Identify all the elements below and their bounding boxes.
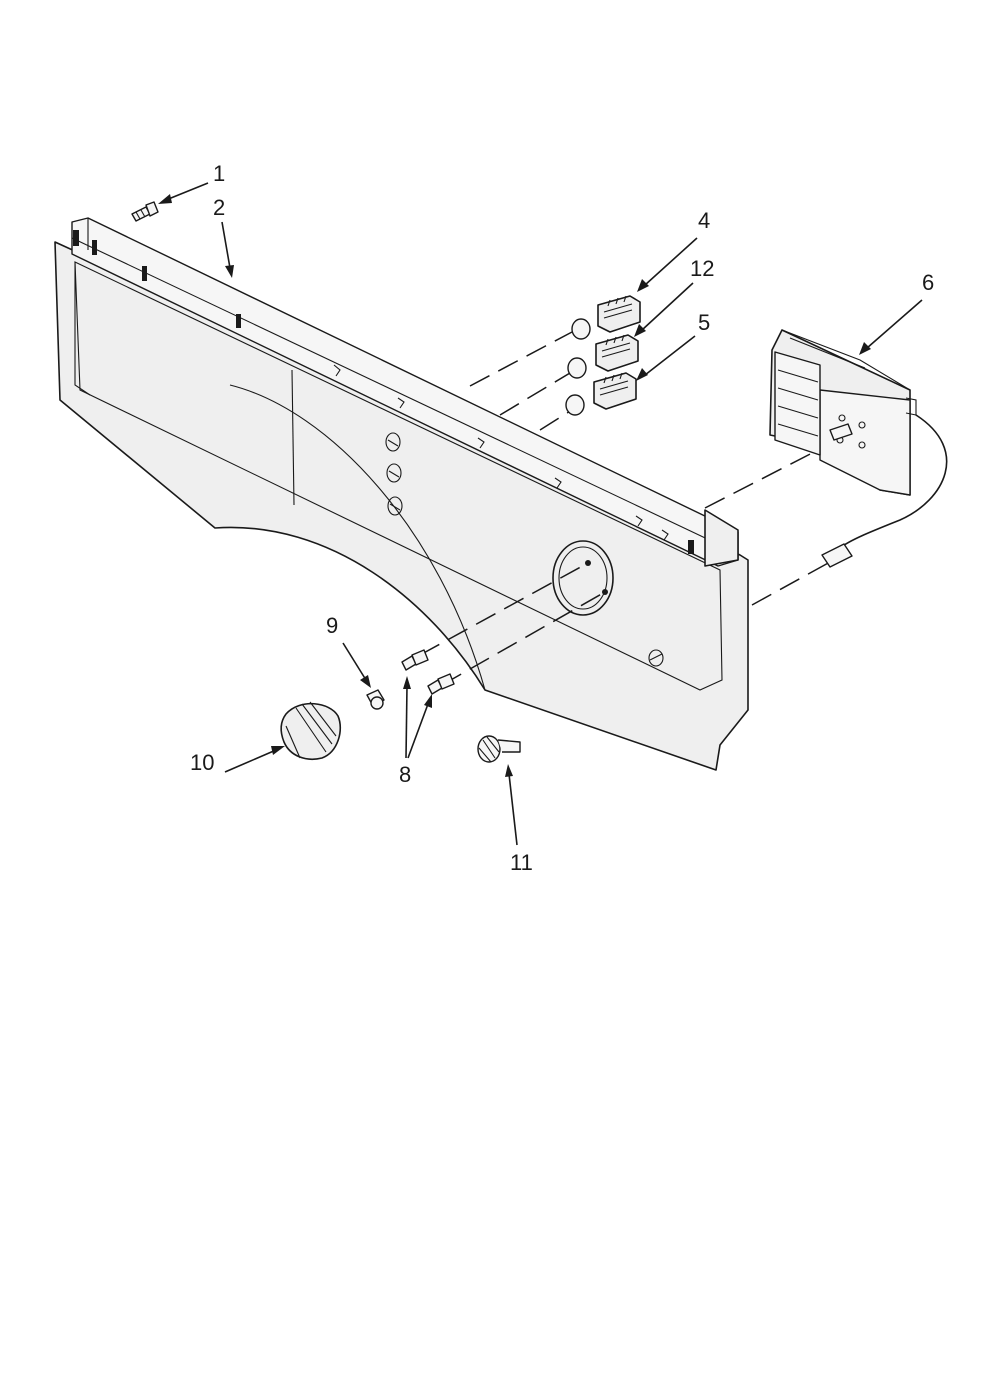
switch-part-5 — [565, 372, 637, 416]
assembly-lines — [419, 331, 831, 686]
control-panel — [54, 217, 749, 771]
callout-8: 8 — [399, 762, 411, 787]
switch-part-4 — [571, 295, 641, 340]
callout-1: 1 — [213, 161, 225, 186]
callout-labels: 1 2 4 12 5 6 9 10 8 11 — [190, 161, 934, 875]
screw-part-1 — [131, 201, 159, 222]
screw-part-8 — [401, 649, 455, 695]
callout-11: 11 — [510, 850, 533, 875]
leader-arrows — [158, 182, 923, 846]
switch-part-12 — [567, 334, 639, 379]
callout-4: 4 — [698, 208, 710, 233]
callout-2: 2 — [213, 195, 225, 220]
control-board-part-6 — [769, 329, 948, 568]
clip-part-11 — [477, 735, 521, 763]
callout-10: 10 — [190, 750, 214, 775]
callout-5: 5 — [698, 310, 710, 335]
callout-9: 9 — [326, 613, 338, 638]
bushing-part-9 — [366, 689, 385, 710]
callout-12: 12 — [690, 256, 714, 281]
knob-part-10 — [280, 701, 342, 760]
callout-6: 6 — [922, 270, 934, 295]
